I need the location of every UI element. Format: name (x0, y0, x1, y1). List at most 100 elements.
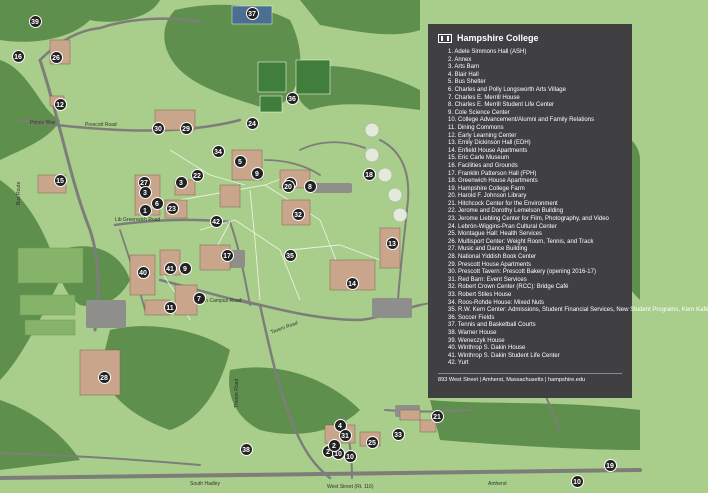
map-marker[interactable]: 38 (239, 442, 253, 456)
map-marker[interactable]: 6 (150, 196, 164, 210)
map-marker[interactable]: 13 (385, 236, 399, 250)
map-marker[interactable]: 29 (179, 121, 193, 135)
farm-fields (17, 247, 84, 336)
map-marker[interactable]: 23 (165, 201, 179, 215)
legend-item: 17. Franklin Patterson Hall (FPH) (448, 170, 537, 177)
map-marker[interactable]: 1 (138, 203, 152, 217)
legend-item: 15. Eric Carle Museum (448, 155, 510, 162)
legend-item: 42. Yurt (448, 360, 469, 367)
map-marker[interactable]: 8 (303, 179, 317, 193)
map-marker[interactable]: 25 (365, 435, 379, 449)
map-marker[interactable]: 5 (233, 154, 247, 168)
legend-item: 9. Cole Science Center (448, 109, 510, 116)
soccer-fields (257, 59, 331, 113)
road-label-amherst: Amherst (488, 481, 507, 487)
map-marker[interactable]: 35 (283, 248, 297, 262)
map-marker[interactable]: 2 (327, 438, 341, 452)
legend-item: 41. Winthrop S. Dakin Student Life Cente… (448, 352, 560, 359)
legend-item: 39. Weneczyk House (448, 337, 505, 344)
map-marker[interactable]: 14 (345, 276, 359, 290)
legend-item: 27. Music and Dance Building (448, 246, 528, 253)
legend-item: 31. Red Barn: Event Services (448, 276, 527, 283)
hampshire-logo-icon (438, 33, 452, 43)
legend-item: 29. Prescott House Apartments (448, 261, 532, 268)
panel-header: Hampshire College (438, 33, 622, 43)
map-marker[interactable]: 40 (136, 265, 150, 279)
legend-item: 30. Prescott Tavern: Prescott Bakery (op… (448, 269, 596, 276)
legend-item: 10. College Advancement/Alumni and Famil… (448, 117, 595, 124)
map-marker[interactable]: 32 (291, 207, 305, 221)
legend-item: 6. Charles and Polly Longsworth Arts Vil… (448, 86, 566, 93)
map-marker[interactable]: 22 (190, 168, 204, 182)
legend-item: 35. R.W. Kern Center: Admissions, Studen… (448, 307, 708, 314)
map-marker[interactable]: 24 (245, 116, 259, 130)
map-marker[interactable]: 11 (163, 300, 177, 314)
legend-item: 36. Soccer Fields (448, 314, 495, 321)
farm-domes (364, 122, 408, 223)
map-marker[interactable]: 10 (570, 474, 584, 488)
map-marker[interactable]: 26 (49, 50, 63, 64)
legend-item: 18. Greenwich House Apartments (448, 178, 538, 185)
map-marker[interactable]: 34 (211, 144, 225, 158)
map-marker[interactable]: 33 (391, 427, 405, 441)
legend-item: 25. Montague Hall: Health Services (448, 231, 543, 238)
map-marker[interactable]: 18 (362, 167, 376, 181)
legend-item: 8. Charles E. Merrill Student Life Cente… (448, 102, 555, 109)
map-marker[interactable]: 19 (603, 458, 617, 472)
legend-item: 37. Tennis and Basketball Courts (448, 322, 536, 329)
map-marker[interactable]: 15 (53, 173, 67, 187)
legend-item: 33. Robert Stiles House (448, 292, 512, 298)
map-marker[interactable]: 42 (209, 214, 223, 228)
map-marker[interactable]: 20 (281, 179, 295, 193)
legend-item: 38. Warner House (448, 329, 497, 336)
legend-item: 1. Adele Simmons Hall (ASH) (448, 49, 527, 55)
road-label-south-campus: South Campus Road (195, 298, 242, 304)
panel-footer: 893 West Street | Amherst, Massachusetts… (438, 376, 586, 383)
map-marker[interactable]: 27 (137, 175, 151, 189)
legend-item: 28. National Yiddish Book Center (448, 254, 537, 261)
map-marker[interactable]: 30 (151, 121, 165, 135)
road-label-prescott-road: Prescott Road (85, 122, 117, 128)
map-marker[interactable]: 28 (97, 370, 111, 384)
map-marker[interactable]: 9 (250, 166, 264, 180)
legend-panel: Hampshire College 1. Adele Simmons Hall … (428, 24, 708, 398)
map-marker[interactable]: 17 (220, 248, 234, 262)
map-marker[interactable]: 3 (138, 185, 152, 199)
road-label-thorpe: Thorpe Road (234, 378, 240, 408)
map-marker[interactable]: 3 (174, 175, 188, 189)
legend-item: 7. Charles E. Merrill House (448, 94, 520, 101)
legend-item: 20. Harold F. Johnson Library (448, 193, 527, 200)
legend-item: 2. Annex (448, 56, 472, 63)
legend-item: 19. Hampshire College Farm (448, 185, 525, 192)
panel-divider (438, 372, 622, 374)
legend-item: 16. Facilities and Grounds (448, 162, 518, 169)
legend-item: 22. Jerome and Dorothy Lemelson Building (448, 208, 564, 215)
legend-item: 3. Arts Barn (448, 64, 480, 71)
road-label-lib-greenwich: Lib Greenwich Road (115, 217, 161, 223)
map-marker[interactable]: 7 (192, 291, 206, 305)
map-marker[interactable]: 39 (28, 14, 42, 28)
legend-item: 24. Lebrón-Wiggins-Pran Cultural Center (448, 223, 557, 230)
map-marker[interactable]: 16 (11, 49, 25, 63)
map-marker[interactable]: 36 (285, 91, 299, 105)
map-marker[interactable]: 10 (343, 449, 357, 463)
map-marker[interactable]: 21 (430, 409, 444, 423)
legend-item: 40. Winthrop S. Dakin House (448, 345, 526, 352)
map-marker[interactable]: 41 (163, 261, 177, 275)
map-marker[interactable]: 37 (245, 6, 259, 20)
legend-item: 14. Enfield House Apartments (448, 147, 528, 154)
panel-title: Hampshire College (457, 33, 539, 43)
map-marker[interactable]: 9 (178, 261, 192, 275)
road-label-west-street: West Street (Rt. 116) (327, 484, 374, 490)
legend-item: 12. Early Learning Center (448, 132, 517, 139)
legend-item: 23. Jerome Liebling Center for Film, Pho… (448, 216, 609, 223)
road-label-bus-route: Bus Route (16, 181, 22, 205)
road-label-south-hadley: South Hadley (190, 481, 221, 487)
legend-item: 4. Blair Hall (448, 71, 479, 78)
legend-item: 5. Bus Shelter (448, 79, 486, 86)
map-marker[interactable]: 12 (53, 97, 67, 111)
legend-item: 13. Emily Dickinson Hall (EDH) (448, 140, 531, 147)
map-marker[interactable]: 31 (338, 428, 352, 442)
legend-item: 21. Hitchcock Center for the Environment (448, 200, 558, 207)
